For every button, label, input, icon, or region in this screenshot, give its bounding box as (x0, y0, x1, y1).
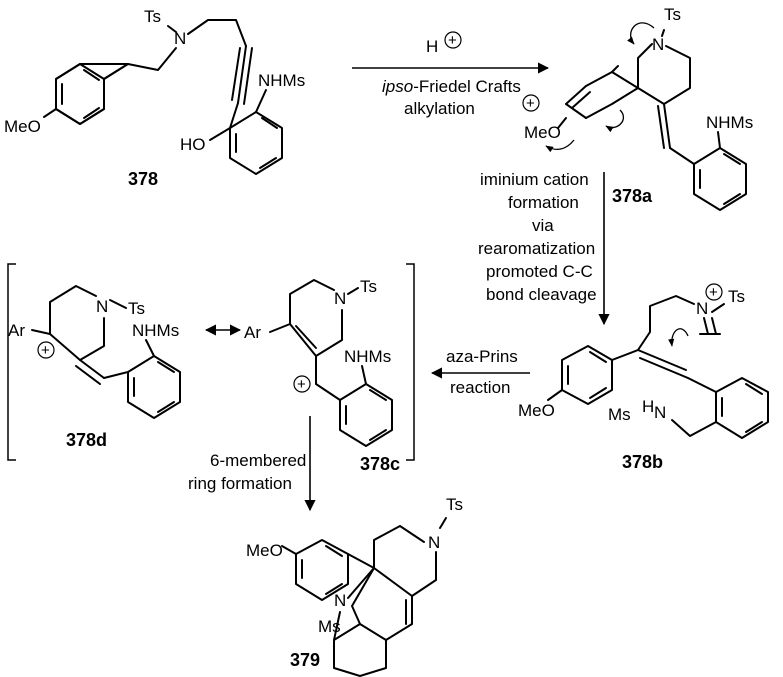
step2-line1: iminium cation (480, 170, 589, 189)
step2-line6: bond cleavage (486, 285, 597, 304)
meo-label: MeO (524, 123, 561, 142)
ts-label: Ts (728, 287, 745, 306)
compound-label-378b: 378b (622, 452, 663, 472)
n-label-2: N (334, 591, 346, 610)
step-aza-prins: aza-Prins reaction (430, 347, 530, 397)
compound-378b: N + Ts MeO H N Ms 378b (518, 283, 769, 472)
nhms-label: NHMs (258, 71, 305, 90)
meo-label: MeO (518, 401, 555, 420)
meo-label: MeO (4, 117, 41, 136)
resonance-brackets (7, 263, 415, 461)
oxocarbenium-plus: + (526, 95, 535, 112)
compound-label-378a: 378a (612, 186, 653, 206)
n-label: N (174, 29, 186, 48)
step-ring-formation: 6-membered ring formation (188, 416, 316, 512)
ts-label: Ts (144, 7, 161, 26)
carbocation-plus: + (297, 376, 306, 393)
ar-label: Ar (244, 323, 261, 342)
step4-line2: ring formation (188, 474, 292, 493)
ms-label: Ms (608, 405, 631, 424)
meo-label: MeO (246, 541, 283, 560)
n-label-2: N (654, 403, 666, 422)
compound-378: Ts N MeO HO NHMs 378 (4, 7, 305, 189)
compound-label-378c: 378c (360, 454, 400, 474)
reagent-h-plus: + (448, 32, 457, 49)
carbocation-plus: + (41, 342, 50, 359)
step1-line1: ipso-Friedel Crafts (382, 77, 521, 96)
n-label: N (652, 35, 664, 54)
n-label: N (428, 533, 440, 552)
ts-label: Ts (360, 277, 377, 296)
reagent-h: H (426, 37, 438, 56)
compound-378a: Ts N MeO + NHMs 378a (522, 5, 753, 211)
step3-line1: aza-Prins (446, 347, 518, 366)
step-iminium-formation: iminium cation formation via rearomatiza… (478, 170, 610, 326)
step2-line5: promoted C-C (486, 262, 593, 281)
step2-line4: rearomatization (478, 239, 595, 258)
nhms-label: NHMs (132, 321, 179, 340)
n-label: N (96, 297, 108, 316)
step1-line2: alkylation (404, 99, 475, 118)
h-label: H (642, 397, 654, 416)
nhms-label: NHMs (706, 113, 753, 132)
ts-label: Ts (128, 299, 145, 318)
step4-line1: 6-membered (210, 451, 306, 470)
ar-label: Ar (8, 321, 25, 340)
step2-line3: via (532, 216, 554, 235)
ts-label: Ts (446, 495, 463, 514)
iminium-plus: + (709, 284, 718, 301)
compound-label-379: 379 (290, 650, 320, 670)
nhms-label: NHMs (344, 347, 391, 366)
compound-379: Ts N N Ms MeO 379 (246, 495, 463, 677)
ts-label: Ts (664, 5, 681, 24)
step3-line2: reaction (450, 378, 510, 397)
ms-label: Ms (318, 617, 341, 636)
n-label: N (334, 289, 346, 308)
n-label: N (696, 299, 708, 318)
compound-378d: N Ts Ar + NHMs 378d (8, 285, 181, 450)
compound-378c: N Ts Ar + NHMs 378c (244, 277, 400, 474)
compound-label-378: 378 (128, 169, 158, 189)
step2-line2: formation (508, 193, 579, 212)
step-ipso-friedel-crafts: H + ipso-Friedel Crafts alkylation (352, 31, 550, 118)
compound-label-378d: 378d (66, 430, 107, 450)
ho-label: HO (180, 135, 206, 154)
